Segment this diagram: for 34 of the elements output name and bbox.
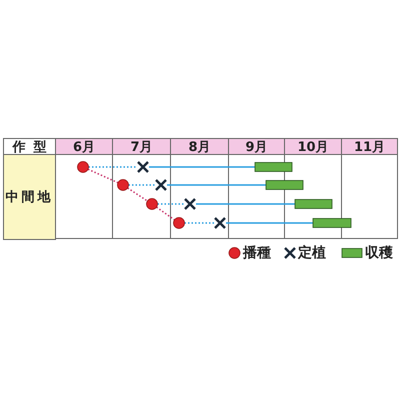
dotted-line	[184, 222, 214, 224]
column-header: 6月	[55, 138, 113, 155]
legend-label: 収穫	[365, 244, 393, 262]
dotted-line	[88, 166, 137, 168]
row-header: 中間地	[3, 154, 56, 240]
column-header: 11月	[341, 138, 398, 155]
cross-mark	[136, 160, 150, 174]
column-header: 8月	[170, 138, 229, 155]
dotted-line	[158, 203, 184, 205]
sowing-dot	[146, 198, 158, 210]
timeline-line	[167, 184, 266, 186]
dotted-line	[127, 187, 148, 202]
dotted-line	[128, 184, 155, 186]
harvest-bar	[266, 180, 304, 190]
timeline-line	[149, 166, 255, 168]
dotted-line	[88, 168, 118, 184]
legend-label: 定植	[298, 244, 326, 262]
harvest-bar	[312, 218, 352, 228]
column-header: 7月	[112, 138, 171, 155]
sowing-dot	[117, 179, 129, 191]
column-header: 9月	[228, 138, 285, 155]
dotted-line	[156, 206, 175, 220]
sowing-dot	[173, 217, 185, 229]
column-header: 作型	[3, 138, 56, 155]
harvest-bar	[254, 162, 292, 172]
legend-label: 播種	[243, 244, 271, 262]
timeline-line	[226, 222, 313, 224]
cross-mark	[214, 216, 226, 230]
cross-mark	[154, 178, 168, 192]
cross-mark	[184, 198, 196, 210]
timeline-line	[196, 203, 295, 205]
column-header: 10月	[284, 138, 342, 155]
sowing-dot	[77, 161, 89, 173]
harvest-bar	[294, 199, 332, 209]
